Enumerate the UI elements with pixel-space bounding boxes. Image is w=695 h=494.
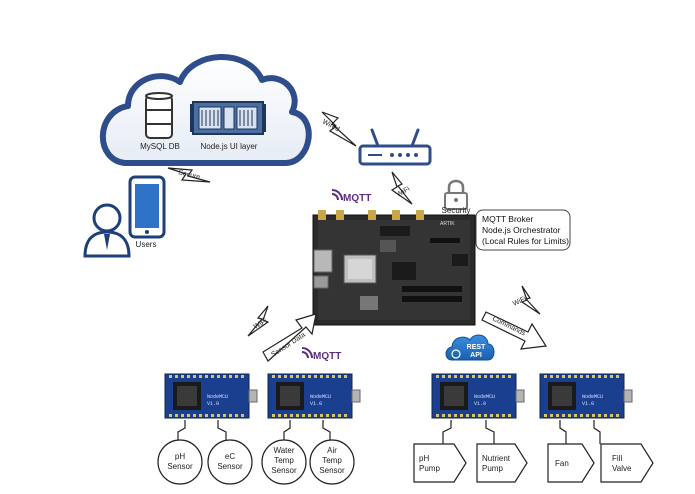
wifi-sensor-label: WiFi [253, 318, 269, 331]
sensor-water-line2: Temp [274, 456, 294, 465]
sensor-air-line3: Sensor [319, 466, 345, 475]
nodemcu-name: NodeMCU [582, 394, 603, 400]
sensor-air-line2: Temp [322, 456, 342, 465]
secure-lightning-icon [167, 167, 211, 183]
sensor-air-temp: Air Temp Sensor [309, 439, 355, 485]
mqtt-text-bottom: MQTT [313, 351, 341, 362]
database-icon [145, 92, 173, 139]
nodejs-label: Node.js UI layer [201, 142, 258, 151]
sensor-wires [177, 420, 601, 444]
sensor-water-line1: Water [273, 446, 294, 455]
actuator-nutrient-line2: Pump [482, 464, 503, 473]
broker-line-1: MQTT Broker [482, 214, 533, 224]
rest-api-icon: REST API [445, 334, 495, 361]
nodemcu-version: V1.0 [310, 401, 322, 407]
actuator-nutrient-pump: Nutrient Pump [476, 443, 528, 483]
mysql-label: MySQL DB [140, 142, 180, 151]
artik-board: ARTIK [312, 210, 476, 326]
actuator-valve-line2: Valve [612, 464, 632, 473]
wifi-actuator-lightning-icon [520, 285, 541, 315]
sensor-data-arrow [262, 313, 317, 362]
nodemcu-version: V1.0 [207, 401, 219, 407]
broker-note-box: MQTT Broker Node.js Orchestrator (Local … [475, 209, 571, 251]
smartphone-icon [128, 175, 166, 239]
security-label: Security [442, 206, 471, 215]
sensor-ph-line1: pH [175, 452, 185, 461]
users-label: Users [136, 240, 157, 249]
sensor-air-line1: Air [327, 446, 337, 455]
nodemcu-version: V1.0 [582, 401, 594, 407]
broker-line-2: Node.js Orchestrator [482, 225, 561, 235]
sensor-ph-line2: Sensor [167, 462, 193, 471]
actuator-valve-line1: Fill [612, 454, 622, 463]
actuator-fan: Fan [547, 443, 595, 483]
sensor-ec-line2: Sensor [217, 462, 243, 471]
lock-icon [444, 179, 468, 210]
commands-arrow [481, 311, 548, 350]
rest-line-1: REST [467, 344, 486, 351]
server-icon [190, 101, 266, 135]
broker-line-3: (Local Rules for Limits) [482, 236, 569, 246]
sensor-water-temp: Water Temp Sensor [261, 439, 307, 485]
actuator-fill-valve: Fill Valve [600, 443, 654, 483]
sensor-ec: eC Sensor [207, 439, 253, 485]
wifi-sensor-lightning-icon [247, 305, 270, 337]
actuator-ph-line2: Pump [419, 464, 440, 473]
actuator-ph-pump: pH Pump [413, 443, 467, 483]
actuator-fan-line1: Fan [555, 459, 569, 468]
sensor-ec-line1: eC [225, 452, 235, 461]
nodemcu-name: NodeMCU [474, 394, 495, 400]
sensor-water-line3: Sensor [271, 466, 297, 475]
artik-brand: ARTIK [440, 221, 455, 227]
nodemcu-name: NodeMCU [207, 394, 228, 400]
wifi-lightning-icon [390, 171, 413, 205]
nodemcu-version: V1.0 [474, 401, 486, 407]
user-icon [83, 203, 131, 258]
mqtt-text-top: MQTT [343, 193, 371, 204]
mqtt-logo-top: MQTT [331, 189, 371, 204]
mqtt-logo-bottom: MQTT [301, 347, 341, 362]
rest-line-2: API [470, 352, 482, 359]
actuator-nutrient-line1: Nutrient [482, 454, 511, 463]
nodemcu-name: NodeMCU [310, 394, 331, 400]
actuator-ph-line1: pH [419, 454, 429, 463]
wired-lightning-icon [321, 111, 357, 147]
router-icon [358, 128, 432, 166]
sensor-ph: pH Sensor [157, 439, 203, 485]
